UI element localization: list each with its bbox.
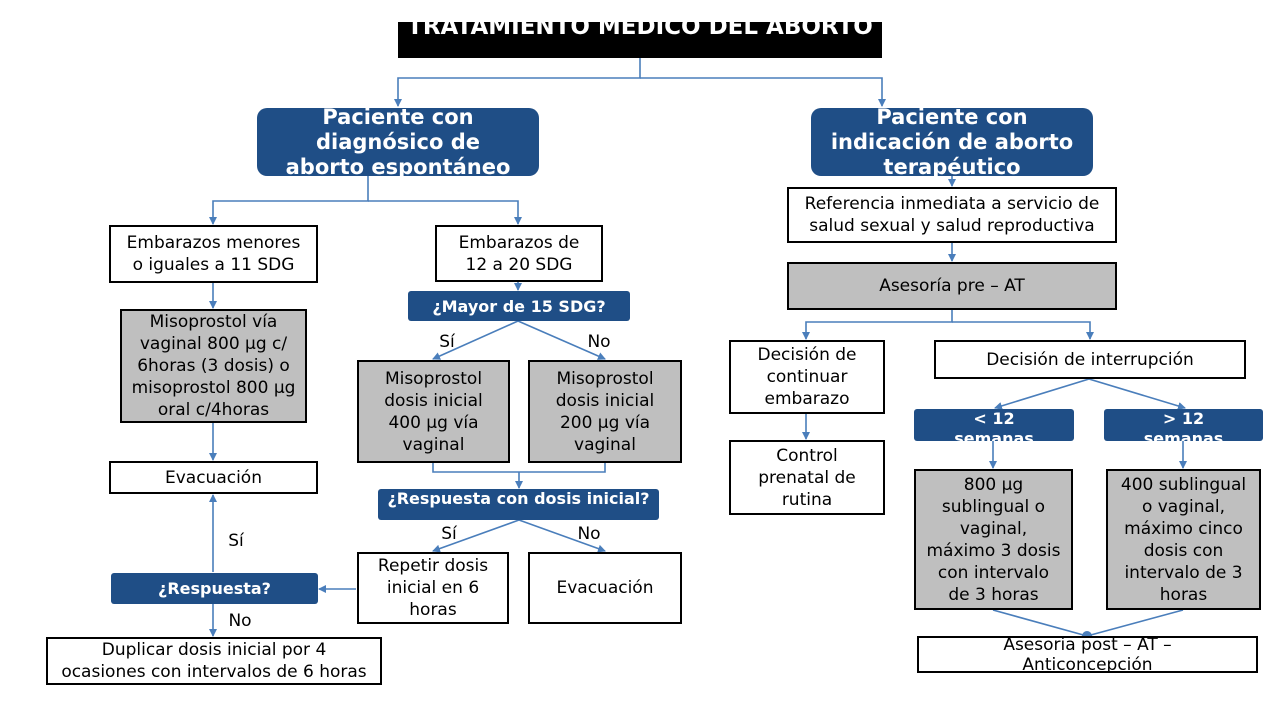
connector-resp-yes bbox=[432, 519, 520, 553]
respuesta-no-label: No bbox=[228, 611, 252, 631]
connector-q15-no bbox=[517, 320, 606, 360]
respuesta-decision: ¿Respuesta? bbox=[111, 573, 318, 604]
misoprostol-200-box: Misoprostol dosis inicial 200 µg vía vag… bbox=[528, 360, 682, 463]
therapeutic-abortion-header: Paciente con indicación de aborto terapé… bbox=[811, 108, 1093, 176]
response-no-label: No bbox=[577, 524, 601, 544]
connector-left-right bbox=[368, 200, 522, 225]
counseling-post-box: Asesoria post – AT – Anticoncepción bbox=[917, 636, 1258, 673]
initial-dose-response-decision: ¿Respuesta con dosis inicial? bbox=[378, 489, 659, 520]
connector-pre-interrupt bbox=[952, 321, 1094, 340]
prenatal-control-box: Control prenatal de rutina bbox=[729, 440, 885, 515]
evacuation-box-left: Evacuación bbox=[109, 461, 318, 494]
connector-title-right bbox=[640, 77, 886, 107]
connector-resp-no bbox=[518, 519, 606, 553]
page-title-text: TRATAMIENTO MÉDICO DEL ABORTO bbox=[407, 22, 873, 40]
connector-left-split bbox=[209, 176, 369, 225]
connector-interrupt-lt12 bbox=[994, 378, 1090, 410]
response-yes-label: Sí bbox=[441, 524, 457, 544]
connector-title-split bbox=[394, 58, 641, 107]
under-12-weeks-decision: < 12 semanas bbox=[914, 409, 1074, 441]
pregnancy-12-20-box: Embarazos de 12 a 20 SDG bbox=[435, 225, 603, 282]
over-15-weeks-decision: ¿Mayor de 15 SDG? bbox=[408, 291, 630, 321]
pregnancy-under-11-box: Embarazos menores o iguales a 11 SDG bbox=[109, 225, 318, 283]
spontaneous-abortion-header: Paciente con diagnósico de aborto espont… bbox=[257, 108, 539, 176]
interruption-decision-box: Decisión de interrupción bbox=[934, 340, 1246, 379]
connector-q15-yes bbox=[432, 320, 519, 360]
referral-box: Referencia inmediata a servicio de salud… bbox=[787, 187, 1117, 243]
connector-doses-merge bbox=[432, 463, 606, 473]
misoprostol-400-box: Misoprostol dosis inicial 400 µg vía vag… bbox=[357, 360, 510, 463]
connector-dose-post-right bbox=[1086, 609, 1184, 637]
over-15-yes-label: Sí bbox=[439, 332, 455, 352]
dose-over-12-box: 400 sublingual o vaginal, máximo cinco d… bbox=[1106, 469, 1261, 610]
over-12-weeks-decision: > 12 semanas bbox=[1104, 409, 1263, 441]
connector-interrupt-gt12 bbox=[1088, 378, 1186, 410]
respuesta-yes-label: Sí bbox=[228, 531, 244, 551]
connector-pre-split bbox=[802, 310, 953, 340]
page-title: TRATAMIENTO MÉDICO DEL ABORTO bbox=[398, 22, 882, 58]
duplicate-dose-box: Duplicar dosis inicial por 4 ocasiones c… bbox=[46, 637, 382, 685]
misoprostol-lt11-box: Misoprostol vía vaginal 800 µg c/ 6horas… bbox=[120, 309, 307, 423]
over-15-no-label: No bbox=[587, 332, 611, 352]
evacuation-box-middle: Evacuación bbox=[528, 552, 682, 624]
continue-pregnancy-box: Decisión de continuar embarazo bbox=[729, 340, 885, 414]
dose-under-12-box: 800 µg sublingual o vaginal, máximo 3 do… bbox=[914, 469, 1073, 610]
connector-dose-post-left bbox=[992, 609, 1088, 637]
counseling-pre-box: Asesoría pre – AT bbox=[787, 262, 1117, 310]
repeat-dose-box: Repetir dosis inicial en 6 horas bbox=[357, 552, 509, 624]
